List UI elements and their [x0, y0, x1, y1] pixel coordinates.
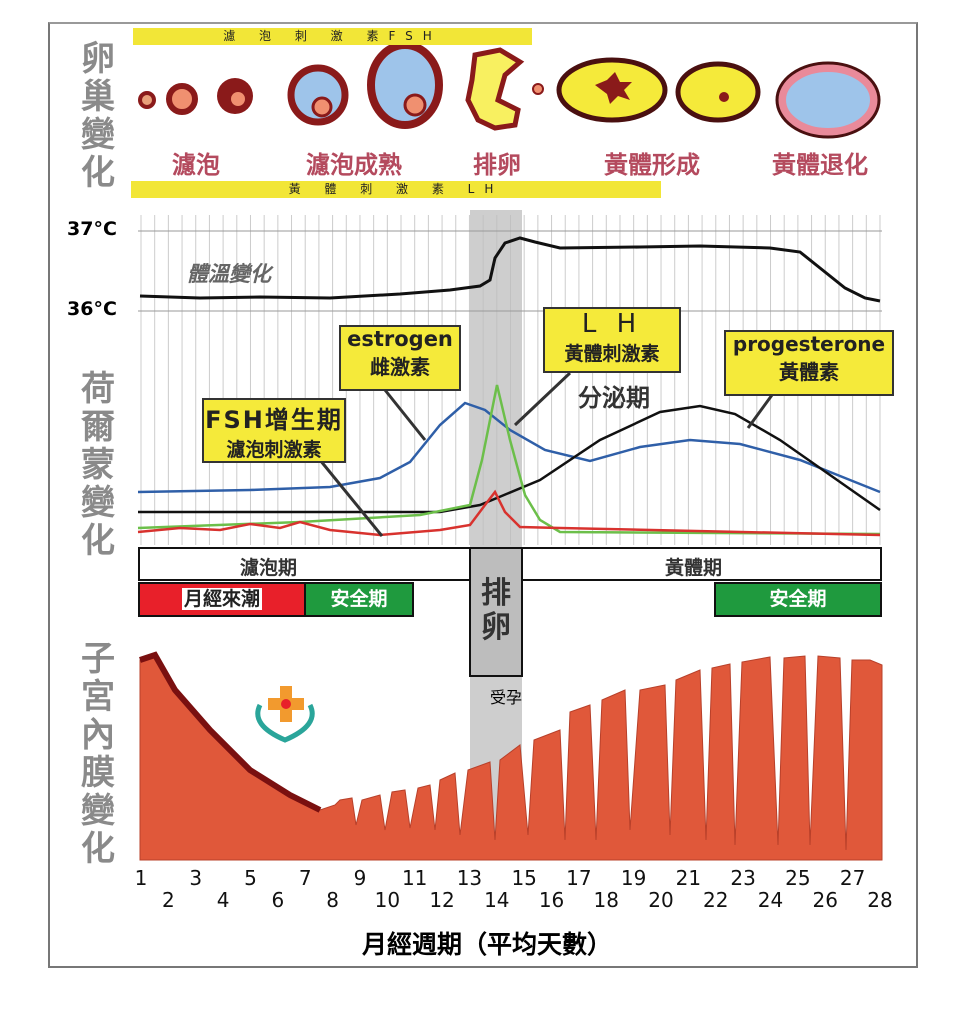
- progesterone-subtitle: 黃體素: [779, 360, 839, 384]
- day-tick-label: 12: [429, 888, 455, 912]
- day-tick-label: 1: [134, 866, 148, 890]
- temperature-curve: [139, 236, 881, 303]
- stage-corpus-luteum-regression: 黃體退化: [772, 151, 868, 179]
- safe-period-early: 安全期: [304, 582, 414, 617]
- stage-corpus-luteum-formation: 黃體形成: [604, 151, 700, 179]
- day-tick-label: 23: [730, 866, 756, 890]
- stage-mature-follicle: 濾泡成熟: [306, 151, 402, 179]
- progesterone-label-box: progesterone 黃體素: [724, 330, 894, 396]
- fsh-curve: [137, 489, 881, 537]
- secretory-phase-label: 分泌期: [578, 384, 650, 412]
- day-tick-label: 6: [271, 888, 285, 912]
- ovulation-rupture: [465, 47, 525, 131]
- endometrium-lining: [139, 654, 883, 861]
- day-tick-label: 9: [353, 866, 367, 890]
- fsh-subtitle: 濾泡刺激素: [226, 439, 322, 461]
- corpus-albicans: [778, 64, 878, 136]
- day-tick-label: 18: [593, 888, 619, 912]
- lh-label-box: L H 黃體刺激素: [543, 307, 681, 373]
- diagram-frame: [48, 22, 918, 968]
- menstruation-box: 月經來潮: [138, 582, 306, 617]
- conception-label: 受孕: [490, 688, 523, 707]
- lh-title: L H: [581, 309, 643, 339]
- day-tick-label: 15: [511, 866, 537, 890]
- day-tick-label: 28: [867, 888, 893, 912]
- fsh-title: FSH增生期: [205, 406, 343, 434]
- day-tick-label: 20: [648, 888, 674, 912]
- progesterone-curve: [138, 404, 881, 514]
- progesterone-leader: [746, 394, 774, 429]
- shedding-edge: [139, 651, 322, 813]
- day-tick-label: 24: [757, 888, 784, 912]
- fsh-stimulation-bar: 濾 泡 刺 激 素FSH: [133, 28, 532, 45]
- stage-ovulation: 排卵: [473, 151, 521, 179]
- axis-title: 月經週期（平均天數）: [362, 930, 613, 959]
- menstruation-label: 月經來潮: [181, 588, 262, 610]
- estrogen-label-box: estrogen 雌激素: [339, 325, 461, 391]
- lh-stimulation-bar: 黃 體 刺 激 素 LH: [131, 181, 661, 198]
- corpus-luteum: [675, 61, 761, 123]
- day-tick-label: 7: [298, 866, 312, 890]
- temp-37-label: 37°C: [67, 218, 117, 240]
- safe-period-late: 安全期: [714, 582, 882, 617]
- endometrium-side-label: 子宮內膜變化: [81, 639, 115, 869]
- ovary-illustrations: [138, 41, 881, 139]
- estrogen-subtitle: 雌激素: [370, 355, 430, 379]
- day-tick-label: 26: [812, 888, 838, 912]
- day-tick-label: 13: [456, 866, 483, 890]
- day-tick-label: 11: [401, 866, 428, 890]
- progesterone-title: progesterone: [732, 332, 886, 356]
- day-tick-label: 22: [703, 888, 729, 912]
- day-tick-label: 4: [216, 888, 230, 912]
- day-tick-label: 8: [326, 888, 339, 912]
- estrogen-title: estrogen: [347, 327, 453, 351]
- lh-leader: [513, 371, 572, 427]
- follicle-2: [166, 83, 198, 115]
- follicle-mature: [367, 41, 443, 129]
- day-tick-label: 10: [374, 888, 401, 912]
- day-tick-label: 14: [484, 888, 510, 912]
- day-tick-label: 16: [538, 888, 565, 912]
- stage-follicle: 濾泡: [172, 151, 220, 179]
- ovary-side-label: 卵巢變化: [81, 39, 115, 193]
- lh-curve: [137, 384, 881, 536]
- estrogen-leader: [383, 389, 427, 441]
- estrogen-curve: [137, 401, 881, 494]
- day-tick-label: 19: [620, 866, 647, 890]
- day-tick-label: 5: [244, 866, 257, 890]
- fsh-leader: [318, 459, 384, 537]
- follicular-phase-label: 濾泡期: [240, 557, 298, 579]
- day-tick-label: 21: [675, 866, 702, 890]
- hormone-side-label: 荷爾蒙變化: [81, 369, 115, 561]
- follicle-1: [138, 91, 156, 109]
- day-tick-label: 27: [839, 866, 866, 890]
- luteal-phase-label: 黃體期: [665, 557, 723, 579]
- temp-36-label: 36°C: [67, 298, 117, 320]
- fsh-label-box: FSH增生期 濾泡刺激素: [202, 398, 346, 463]
- medical-cross-logo: [255, 686, 315, 743]
- day-tick-label: 3: [189, 866, 203, 890]
- lh-subtitle: 黃體刺激素: [564, 343, 660, 365]
- temperature-curve-label: 體溫變化: [187, 262, 271, 286]
- day-tick-label: 25: [785, 866, 811, 890]
- day-tick-label: 17: [566, 866, 592, 890]
- ovulation-box: 排卵: [469, 547, 523, 677]
- day-tick-label: 2: [161, 888, 175, 912]
